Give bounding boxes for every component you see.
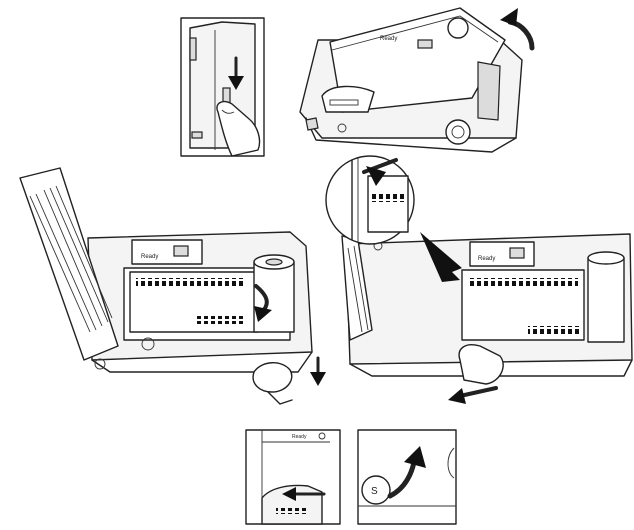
film-counter-label: S: [371, 486, 378, 497]
thumb-icon: [216, 100, 261, 157]
zoom-detail-film-leader: [325, 155, 415, 245]
rewind-knob: [445, 119, 471, 145]
door-rails: [29, 185, 113, 333]
arrow-down-icon: [228, 76, 244, 90]
film-cartridge: [253, 254, 295, 333]
arrow-down-icon: [310, 372, 326, 386]
ready-label: Ready: [478, 256, 495, 262]
ready-label: Ready: [292, 434, 307, 440]
step-rotate-dial-panel: S: [357, 429, 457, 525]
top-window-2: [469, 241, 535, 267]
arrow-down-icon: [254, 306, 272, 322]
step-push-lever-panel: Ready: [245, 429, 341, 525]
top-window: [131, 239, 203, 265]
arrow-down-left-icon: [366, 166, 386, 186]
step-pull-film-leader: Ready: [341, 232, 633, 404]
rewind-crank: [252, 362, 293, 393]
film-counter-dial: [361, 475, 391, 505]
arrow-curved-up-icon: [404, 446, 426, 468]
arrow-curved-up-icon: [500, 8, 518, 26]
arrow-left-icon: [282, 487, 296, 501]
step-open-latch-panel: [180, 17, 265, 157]
open-back-door: [19, 167, 119, 361]
step-insert-cartridge: Ready: [19, 167, 326, 405]
step-lift-cover: Ready: [299, 7, 535, 153]
film-cartridge-2: [587, 257, 625, 343]
ready-label: Ready: [380, 36, 397, 42]
spool-chamber: [321, 85, 375, 113]
ready-label: Ready: [141, 254, 158, 260]
finger-icon: [458, 344, 504, 385]
arrow-left-icon: [448, 388, 466, 404]
side-slot: [189, 37, 197, 61]
arrow-diagonal-icon: [420, 232, 462, 282]
